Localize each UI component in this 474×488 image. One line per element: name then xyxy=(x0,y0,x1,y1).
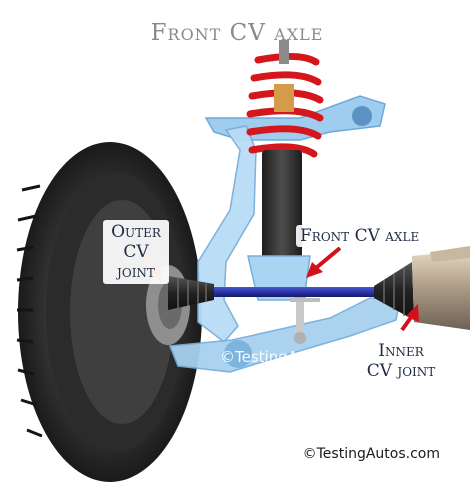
ball-joint xyxy=(224,340,252,368)
transmission-flange xyxy=(430,246,470,262)
outer-label-line2: CV joint xyxy=(117,242,155,282)
outer-cv-boot xyxy=(168,276,214,310)
front-cv-axle-label: Front CV axle xyxy=(296,225,424,247)
transmission-housing xyxy=(412,250,470,330)
outer-label-line1: Outer xyxy=(111,222,161,242)
watermark-corner: ©TestingAutos.com xyxy=(302,446,440,462)
inner-cv-joint-label: Inner CV joint xyxy=(357,339,445,383)
inner-label-line2: CV joint xyxy=(366,361,436,381)
watermark-center: ©TestingAutos.com xyxy=(220,348,368,366)
strut-rod xyxy=(279,40,289,64)
diagram-title: Front CV axle xyxy=(150,20,324,46)
outer-cv-joint-label: Outer CV joint xyxy=(103,220,169,284)
spring-bumper xyxy=(274,84,294,112)
inner-label-line1: Inner xyxy=(378,341,424,361)
axle-shaft xyxy=(208,287,378,297)
inner-cv-boot xyxy=(374,262,414,320)
steering-knuckle xyxy=(197,125,257,344)
frame-bushing xyxy=(352,106,372,126)
shock-absorber xyxy=(262,150,302,268)
